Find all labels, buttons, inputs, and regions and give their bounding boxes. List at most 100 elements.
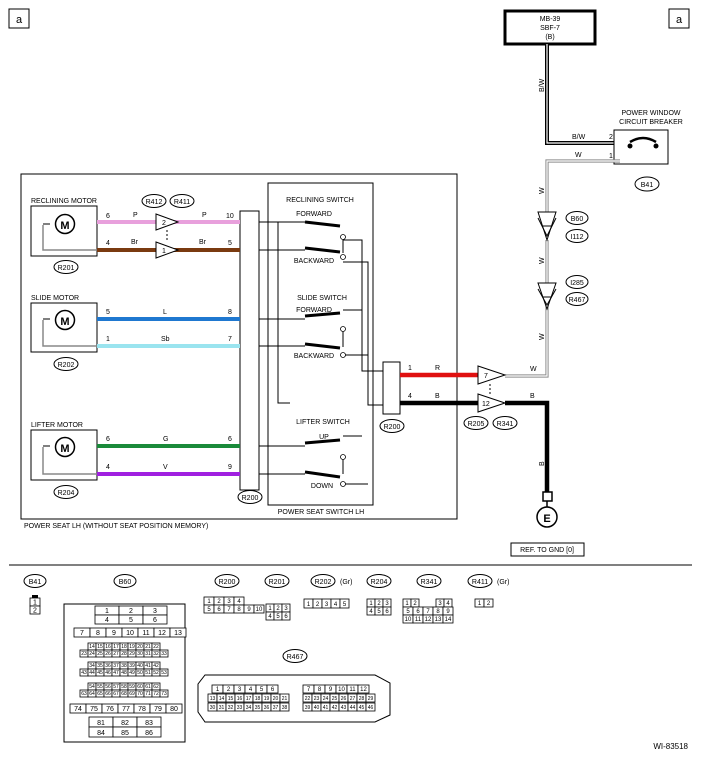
pin-number: 9	[446, 609, 450, 615]
w-wire: W W W W W	[505, 152, 620, 378]
svg-text:R411: R411	[174, 199, 190, 206]
pin-number: 10	[256, 607, 263, 613]
pin-number: 7	[307, 687, 311, 693]
pin-number: 44	[89, 670, 95, 676]
pin-number: 8	[237, 607, 241, 613]
pin-number: 10	[338, 687, 345, 693]
svg-text:UP: UP	[319, 434, 329, 441]
pin-number: 6	[153, 617, 157, 624]
svg-text:2: 2	[609, 134, 613, 141]
pin-number: 5	[406, 609, 410, 615]
pin-number: 70	[137, 691, 143, 697]
pin-number: 75	[90, 706, 98, 713]
pin-number: 31	[219, 705, 225, 711]
svg-text:6: 6	[228, 436, 232, 443]
svg-text:Br: Br	[131, 239, 139, 246]
junction-b60-i112: B60 I112	[537, 211, 589, 243]
pin-number: 7	[426, 609, 430, 615]
svg-text:W: W	[539, 187, 546, 194]
pin-cell	[253, 604, 265, 614]
pin-number: 11	[415, 617, 422, 623]
pin-cell	[279, 693, 290, 703]
svg-text:R205: R205	[468, 421, 485, 428]
svg-text:4: 4	[408, 393, 412, 400]
svg-text:4: 4	[106, 240, 110, 247]
pin-number: 5	[343, 602, 347, 608]
svg-text:R204: R204	[58, 490, 75, 497]
pin-number: 29	[129, 651, 135, 657]
pin-number: 42	[153, 663, 159, 669]
svg-text:W: W	[575, 152, 582, 159]
pin-number: 13	[210, 696, 216, 702]
svg-text:(B): (B)	[545, 34, 554, 41]
pin-number: 2	[217, 599, 221, 605]
pin-number: 1	[369, 601, 373, 607]
svg-text:1: 1	[408, 365, 412, 372]
pin-number: 43	[81, 670, 87, 676]
circuit-breaker: POWER WINDOW CIRCUIT BREAKER 1 B41	[609, 110, 683, 192]
pin-cell	[165, 703, 183, 714]
corner-mark-left: a	[8, 8, 30, 29]
pin-number: 45	[359, 705, 365, 711]
svg-text:6: 6	[106, 213, 110, 220]
pin-number: 76	[106, 706, 114, 713]
pin-number: 55	[97, 684, 103, 690]
svg-text:1: 1	[33, 600, 37, 607]
reclining-switch: RECLINING SWITCH FORWARD BACKWARD	[259, 197, 354, 265]
ground-symbol: E REF. TO GND [0]	[510, 491, 585, 557]
pin-number: 4	[268, 614, 272, 620]
pin-number: 19	[264, 696, 270, 702]
pin-cell	[281, 611, 291, 621]
pin-number: 27	[350, 696, 356, 702]
svg-text:M: M	[60, 443, 69, 455]
svg-text:FORWARD: FORWARD	[296, 211, 332, 218]
pin-number: 9	[247, 607, 251, 613]
pin-number: 48	[121, 670, 127, 676]
pin-cell	[357, 684, 370, 694]
pin-cell	[442, 614, 454, 624]
lifter-switch: LIFTER SWITCH UP DOWN	[259, 419, 350, 490]
svg-text:RECLINING MOTOR: RECLINING MOTOR	[31, 198, 97, 205]
corner-mark-right: a	[668, 8, 690, 29]
r200-small-connector: R200	[379, 361, 405, 433]
pin-number: 6	[284, 614, 288, 620]
pin-number: 6	[217, 607, 221, 613]
pin-number: 66	[105, 691, 111, 697]
svg-text:LIFTER MOTOR: LIFTER MOTOR	[31, 422, 83, 429]
pin-number: 5	[377, 609, 381, 615]
pin-number: 39	[129, 663, 135, 669]
svg-text:R467: R467	[569, 297, 586, 304]
svg-text:Sb: Sb	[161, 336, 170, 343]
svg-text:SLIDE MOTOR: SLIDE MOTOR	[31, 295, 79, 302]
pin-number: 4	[369, 609, 373, 615]
pin-number: 1	[105, 608, 109, 615]
pin-number: 35	[255, 705, 261, 711]
switch-box	[267, 182, 374, 506]
pin-cell	[339, 598, 350, 609]
lifter-motor: LIFTER MOTOR M R204	[30, 422, 98, 499]
svg-text:R200: R200	[384, 424, 401, 431]
pin-number: 14	[445, 617, 452, 623]
svg-text:R204: R204	[371, 579, 388, 586]
pin-number: 21	[282, 696, 288, 702]
svg-text:5: 5	[228, 240, 232, 247]
pin-number: 68	[121, 691, 127, 697]
pin-number: 3	[325, 602, 329, 608]
pin-number: 10	[126, 630, 134, 637]
svg-text:12: 12	[482, 401, 490, 408]
svg-text:1: 1	[162, 248, 166, 255]
pin-number: 2	[487, 601, 491, 607]
pin-number: 3	[438, 601, 442, 607]
pin-number: 32	[228, 705, 234, 711]
svg-text:POWER WINDOW: POWER WINDOW	[621, 110, 680, 117]
pin-number: 17	[113, 644, 119, 650]
pin-number: 25	[332, 696, 338, 702]
pin-number: 38	[121, 663, 127, 669]
pin-number: 15	[228, 696, 234, 702]
